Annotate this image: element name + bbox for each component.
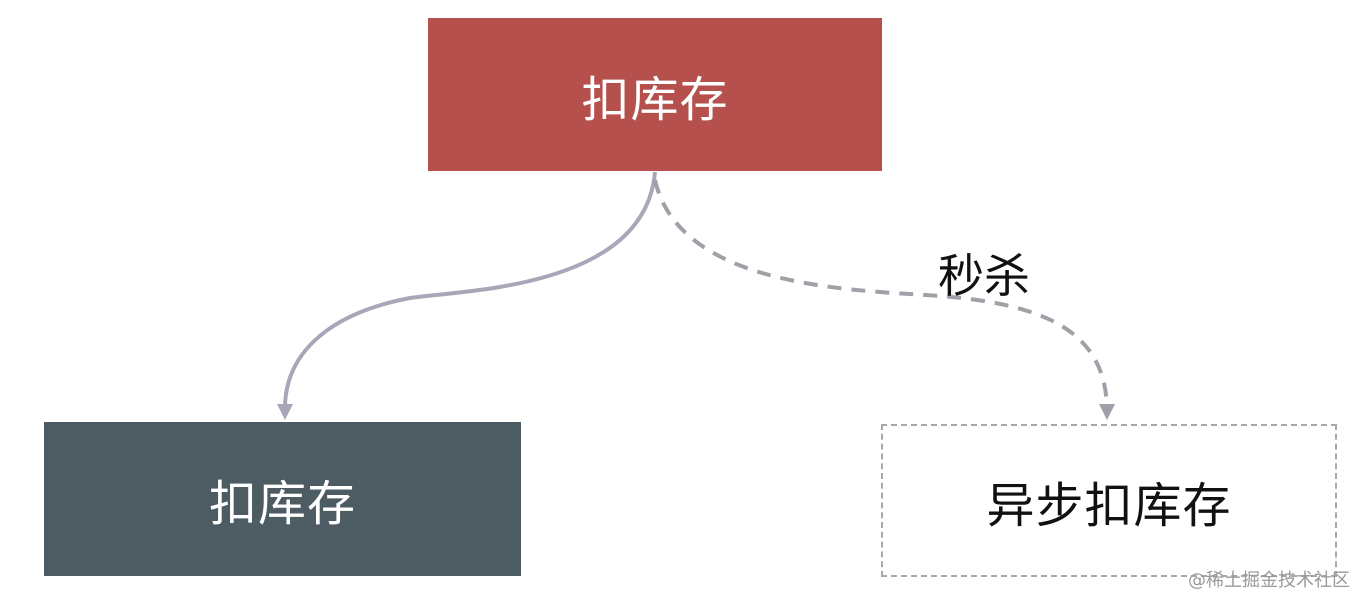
dashed-edge-arrowhead <box>1099 404 1115 420</box>
node-label: 扣库存 <box>581 71 729 128</box>
solid-edge-top-to-left <box>283 171 657 409</box>
watermark: @稀土掘金技术社区 <box>1188 570 1350 591</box>
node-deduct-inventory-left: 扣库存 <box>44 422 521 576</box>
node-label: 异步扣库存 <box>986 477 1232 534</box>
dashed-edge-top-to-right <box>653 179 1109 409</box>
node-label: 扣库存 <box>208 476 356 532</box>
edge-label-flash-sale: 秒杀 <box>938 249 1030 303</box>
node-deduct-inventory-top: 扣库存 <box>428 18 882 171</box>
solid-edge-arrowhead <box>277 404 293 420</box>
node-async-deduct-inventory: 异步扣库存 <box>881 424 1337 577</box>
